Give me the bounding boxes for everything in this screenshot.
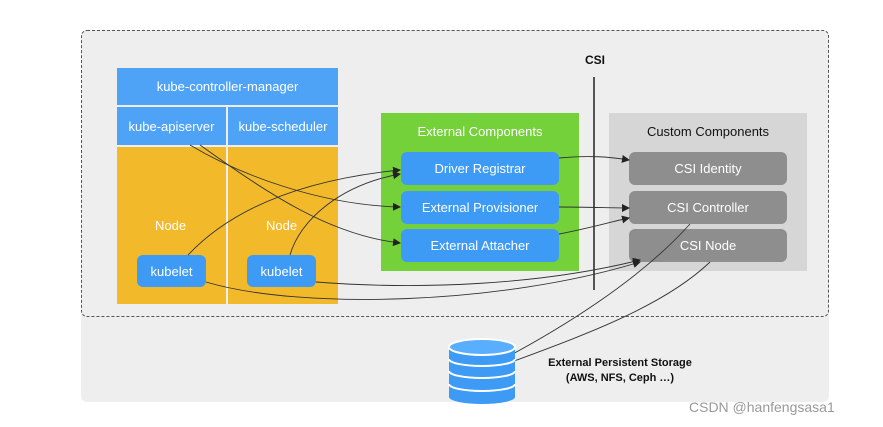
csi-identity-box: CSI Identity [629, 152, 787, 185]
kube-scheduler-box: kube-scheduler [228, 107, 338, 145]
csi-controller-box: CSI Controller [629, 191, 787, 224]
kube-controller-manager-box: kube-controller-manager [117, 68, 338, 105]
custom-components-title: Custom Components [646, 124, 770, 139]
external-provisioner-box: External Provisioner [401, 191, 559, 224]
node-2-label: Node [266, 218, 298, 233]
apiserver-to-provisioner [189, 144, 401, 211]
watermark: CSDN @hanfengsasa1 [689, 399, 835, 415]
storage-title: External Persistent Storage [548, 357, 692, 369]
database-icon [448, 338, 516, 404]
csi-node-box: CSI Node [629, 229, 787, 262]
kubelet-node-2: kubelet [247, 255, 316, 287]
kubelet2-to-driver-registrar [289, 171, 401, 256]
controller-to-storage [489, 223, 691, 367]
node-1-label: Node [155, 218, 187, 233]
node-to-storage [489, 261, 711, 372]
driver-registrar-box: Driver Registrar [401, 152, 559, 185]
csi-label: CSI [585, 53, 606, 67]
kube-apiserver-box: kube-apiserver [117, 107, 226, 145]
attacher-to-controller [558, 215, 630, 235]
kubelet1-to-driver-registrar [187, 166, 401, 256]
storage-label: External Persistent Storage (AWS, NFS, C… [540, 356, 700, 386]
kubelet2-to-csi-node [315, 257, 641, 286]
apiserver-to-attacher [199, 144, 401, 247]
kubernetes-cluster-boundary [81, 30, 829, 317]
storage-examples: (AWS, NFS, Ceph …) [565, 372, 675, 384]
external-components-title: External Components [417, 124, 543, 139]
provisioner-to-controller [558, 203, 630, 212]
external-attacher-box: External Attacher [401, 229, 559, 262]
registrar-to-identity [558, 154, 630, 163]
kubelet1-to-csi-node [205, 260, 641, 300]
kubelet-node-1: kubelet [137, 255, 206, 287]
